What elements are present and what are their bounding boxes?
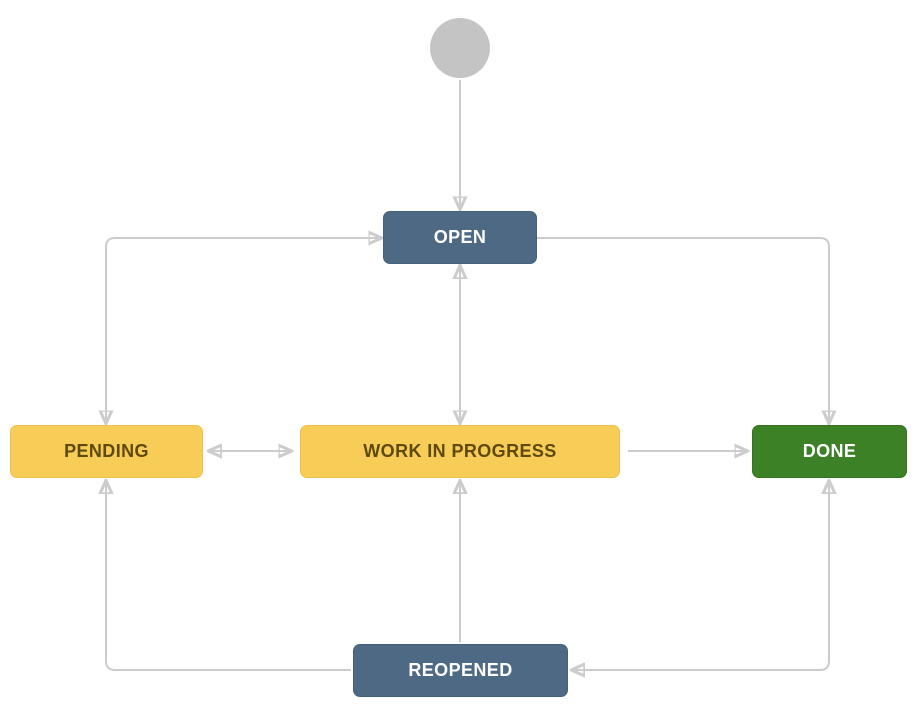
transition-reopened-pending — [106, 481, 351, 671]
status-node-work-in-progress[interactable]: WORK IN PROGRESS — [300, 425, 620, 478]
transition-done-reopened — [572, 481, 829, 670]
status-label-done: DONE — [802, 441, 857, 461]
status-label-pending: PENDING — [64, 441, 149, 461]
status-node-pending[interactable]: PENDING — [10, 425, 203, 478]
transition-open-pending — [106, 238, 381, 423]
status-node-done[interactable]: DONE — [752, 425, 907, 478]
status-node-reopened[interactable]: REOPENED — [353, 644, 568, 697]
status-label-work-in-progress: WORK IN PROGRESS — [363, 441, 557, 461]
start-node-circle — [430, 18, 490, 78]
status-label-open: OPEN — [433, 227, 487, 247]
transition-open-done — [537, 237, 829, 423]
status-node-open[interactable]: OPEN — [383, 211, 537, 264]
status-label-reopened: REOPENED — [408, 660, 513, 680]
